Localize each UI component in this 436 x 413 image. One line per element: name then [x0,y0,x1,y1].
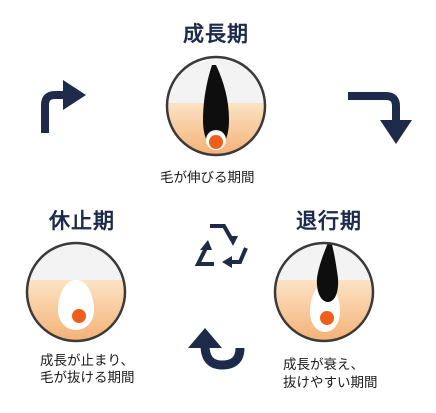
phase-caption-telogen-line2: 毛が抜ける期間 [40,370,135,386]
hair-bulb [209,135,223,149]
phase-title-catagen: 退行期 [296,209,362,233]
phase-title-telogen: 休止期 [49,209,115,233]
phase-caption-catagen-line2: 抜けやすい期間 [283,375,378,391]
phase-caption-telogen-line1: 成長が止まり、 [40,353,134,369]
anagen-illustration [165,55,267,157]
cycle-arrow-top-left-head [63,80,86,110]
hair-bulb [320,311,334,325]
hair-bulb [72,309,86,323]
phase-caption-anagen: 毛が伸びる期間 [160,170,255,186]
cycle-arrow-top-right-icon [348,92,400,124]
cycle-arrow-top-left-icon [41,91,66,133]
recycle-icon [194,224,248,268]
phase-caption-catagen-line1: 成長が衰え、 [283,357,364,373]
catagen-illustration [273,241,375,343]
hair-strand [316,243,339,302]
telogen-illustration [25,241,127,343]
phase-title-anagen: 成長期 [183,22,249,46]
cycle-arrow-bottom-icon [188,328,245,370]
hair-strand [203,65,229,148]
cycle-arrow-top-right-head [380,120,412,144]
